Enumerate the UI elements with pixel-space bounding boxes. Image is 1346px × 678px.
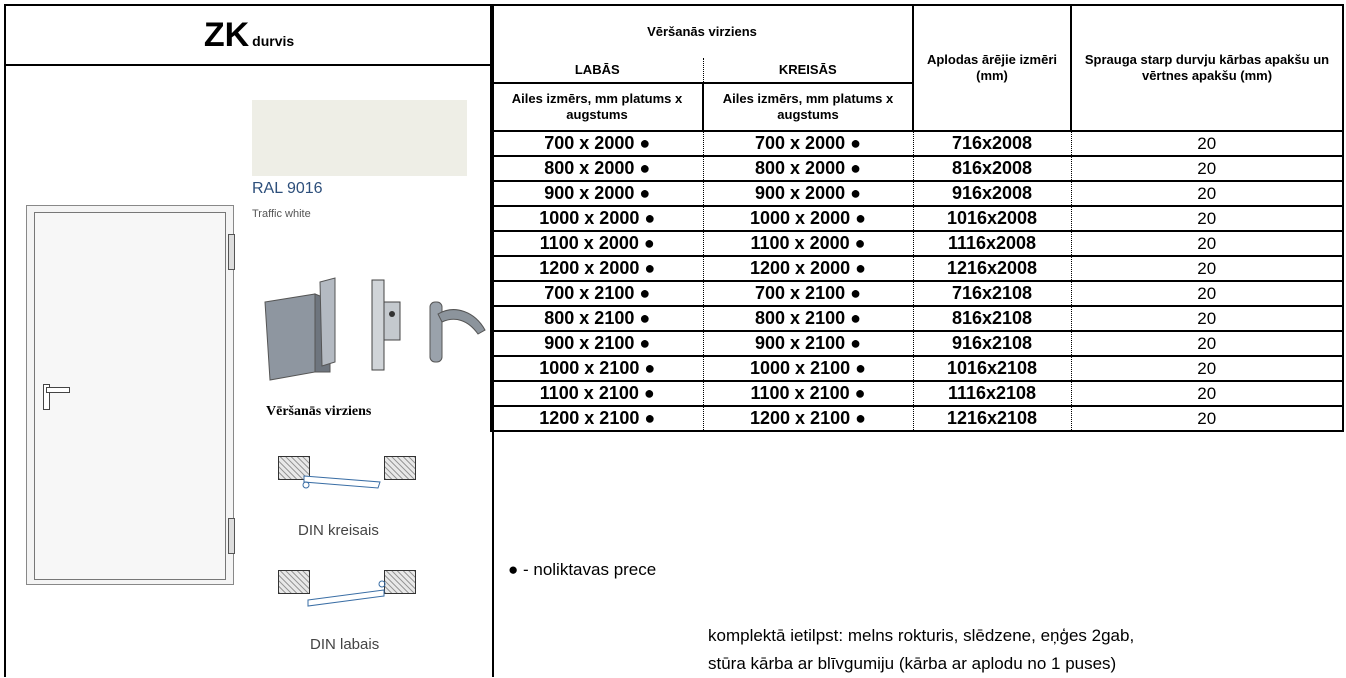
door-leaf <box>34 212 226 580</box>
hardware-icon <box>264 277 486 381</box>
cell-kreisas: 800 x 2100 ● <box>702 305 914 332</box>
cell-labas: 1000 x 2100 ● <box>490 355 704 382</box>
cell-kreisas: 1000 x 2100 ● <box>702 355 914 382</box>
cell-kreisas: 900 x 2000 ● <box>702 180 914 207</box>
header-labas: LABĀS <box>490 58 704 84</box>
cell-sprauga: 20 <box>1070 380 1344 407</box>
cell-sprauga: 20 <box>1070 130 1344 157</box>
cell-labas: 700 x 2000 ● <box>490 130 704 157</box>
cell-kreisas: 1000 x 2000 ● <box>702 205 914 232</box>
cell-kreisas: 700 x 2100 ● <box>702 280 914 307</box>
kit-note-line2: stūra kārba ar blīvgumiju (kārba ar aplo… <box>708 654 1117 673</box>
cell-labas: 1200 x 2000 ● <box>490 255 704 282</box>
door-swing-right-icon <box>307 580 386 607</box>
header-sprauga: Sprauga starp durvju kārbas apakšu un vē… <box>1070 4 1344 132</box>
cell-sprauga: 20 <box>1070 305 1344 332</box>
cell-sprauga: 20 <box>1070 205 1344 232</box>
cell-sprauga: 20 <box>1070 355 1344 382</box>
cell-aplodas: 816x2008 <box>912 155 1072 182</box>
cell-sprauga: 20 <box>1070 230 1344 257</box>
cell-labas: 1100 x 2100 ● <box>490 380 704 407</box>
door-handle-lever-icon <box>46 387 70 393</box>
cell-kreisas: 1100 x 2100 ● <box>702 380 914 407</box>
kit-note: komplektā ietilpst: melns rokturis, slēd… <box>708 622 1134 678</box>
cell-kreisas: 1100 x 2000 ● <box>702 230 914 257</box>
cell-kreisas: 1200 x 2000 ● <box>702 255 914 282</box>
cell-aplodas: 1016x2008 <box>912 205 1072 232</box>
lever-handle-icon <box>429 301 486 363</box>
hinge-icon <box>228 518 235 554</box>
sizes-table: Vēršanās virziens Aplodas ārējie izmēri … <box>490 4 1344 432</box>
cell-labas: 1200 x 2100 ● <box>490 405 704 432</box>
ral-code: RAL 9016 <box>252 180 323 197</box>
cell-aplodas: 1216x2008 <box>912 255 1072 282</box>
cell-kreisas: 1200 x 2100 ● <box>702 405 914 432</box>
table-header-row: LABĀS KREISĀS <box>490 58 1343 84</box>
cell-aplodas: 916x2108 <box>912 330 1072 357</box>
subheader-kreisas: Ailes izmērs, mm platums x augstums <box>702 82 914 132</box>
cell-labas: 800 x 2000 ● <box>490 155 704 182</box>
cell-sprauga: 20 <box>1070 155 1344 182</box>
cell-sprauga: 20 <box>1070 180 1344 207</box>
title-model: ZK <box>203 15 250 54</box>
cell-aplodas: 916x2008 <box>912 180 1072 207</box>
cell-aplodas: 816x2108 <box>912 305 1072 332</box>
cell-labas: 700 x 2100 ● <box>490 280 704 307</box>
title-subtitle: durvis <box>252 33 295 49</box>
kit-note-line1: komplektā ietilpst: melns rokturis, slēd… <box>708 626 1135 645</box>
cell-aplodas: 1016x2108 <box>912 355 1072 382</box>
door-swing-left-icon <box>302 475 381 489</box>
cell-sprauga: 20 <box>1070 405 1344 432</box>
title-cell: ZK durvis <box>4 4 494 64</box>
color-swatch <box>252 100 467 176</box>
wall-block-icon <box>384 456 416 480</box>
group-header: Vēršanās virziens <box>490 4 914 58</box>
wall-block-icon <box>278 570 310 594</box>
din-right-label: DIN labais <box>310 636 380 653</box>
ral-name: Traffic white <box>252 208 311 220</box>
direction-title: Vēršanās virziens <box>266 404 372 419</box>
din-left-label: DIN kreisais <box>298 522 379 539</box>
cell-sprauga: 20 <box>1070 255 1344 282</box>
cell-aplodas: 716x2008 <box>912 130 1072 157</box>
cell-labas: 1100 x 2000 ● <box>490 230 704 257</box>
table-header-row: Vēršanās virziens Aplodas ārējie izmēri … <box>490 4 1344 132</box>
cell-kreisas: 900 x 2100 ● <box>702 330 914 357</box>
cell-labas: 900 x 2100 ● <box>490 330 704 357</box>
table-subheader-row: Ailes izmērs, mm platums x augstums Aile… <box>490 82 1343 132</box>
cell-labas: 1000 x 2000 ● <box>490 205 704 232</box>
cell-kreisas: 700 x 2000 ● <box>702 130 914 157</box>
door-handle-icon <box>43 384 50 410</box>
cell-aplodas: 1116x2008 <box>912 230 1072 257</box>
cell-labas: 800 x 2100 ● <box>490 305 704 332</box>
frame-profile-icon <box>264 277 336 381</box>
subheader-labas: Ailes izmērs, mm platums x augstums <box>490 82 704 132</box>
stock-note: ● - noliktavas prece <box>508 560 657 579</box>
header-kreisas: KREISĀS <box>702 58 914 84</box>
header-aplodas: Aplodas ārējie izmēri (mm) <box>912 4 1072 132</box>
hinge-icon <box>228 234 235 270</box>
cell-sprauga: 20 <box>1070 330 1344 357</box>
cell-aplodas: 1116x2108 <box>912 380 1072 407</box>
cell-labas: 900 x 2000 ● <box>490 180 704 207</box>
cell-aplodas: 1216x2108 <box>912 405 1072 432</box>
cell-sprauga: 20 <box>1070 280 1344 307</box>
cell-aplodas: 716x2108 <box>912 280 1072 307</box>
cell-kreisas: 800 x 2000 ● <box>702 155 914 182</box>
lock-icon <box>371 279 401 371</box>
